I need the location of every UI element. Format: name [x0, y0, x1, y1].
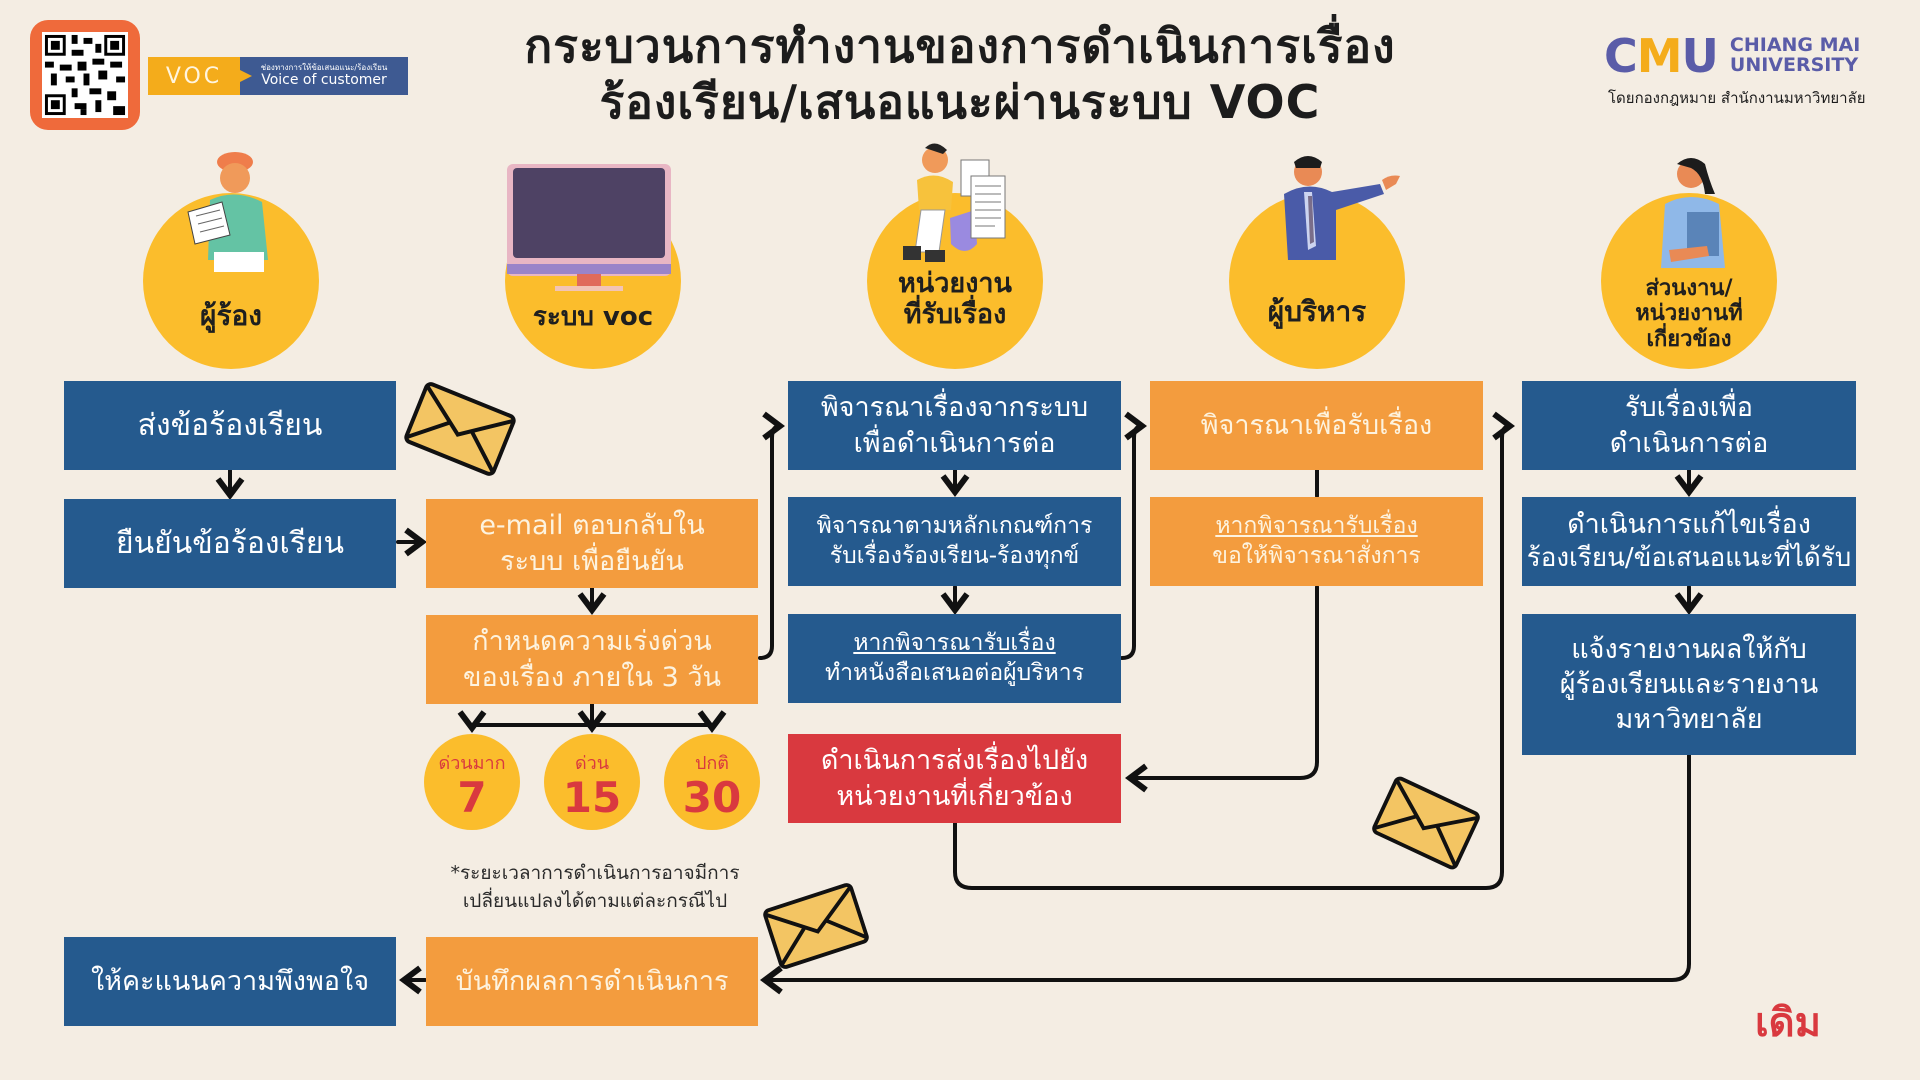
urgency-normal-label: ปกติ	[694, 753, 729, 774]
urgency-urgent-days: 15	[562, 773, 622, 822]
step-report-line-1: แจ้งรายงานผลให้กับ	[1571, 633, 1807, 665]
step-executive-order-condition: หากพิจารณารับเรื่อง	[1215, 512, 1418, 539]
step-resolve-line-1: ดำเนินการแก้ไขเรื่อง	[1567, 509, 1811, 541]
arrow-urgency-to-unit	[758, 411, 785, 660]
step-forward-line-1: ดำเนินการส่งเรื่องไปยัง	[820, 745, 1089, 777]
step-review-criteria-line-2: รับเรื่องร้องเรียน-ร้องทุกข์	[829, 542, 1080, 569]
step-executive-order-action: ขอให้พิจารณาสั่งการ	[1212, 542, 1421, 569]
step-report-line-3: มหาวิทยาลัย	[1615, 704, 1763, 736]
urgency-normal: ปกติ 30	[664, 734, 760, 830]
cmu-logo-mark: CMU	[1604, 29, 1719, 83]
staff-holding-folder-icon	[1661, 158, 1725, 268]
step-receive-line-2: ดำเนินการต่อ	[1609, 427, 1769, 459]
computer-monitor-icon	[507, 164, 671, 291]
voc-english-caption: Voice of customer	[261, 71, 387, 88]
lane-label-related-unit-line-3: เกี่ยวข้อง	[1646, 326, 1732, 352]
step-resolve-complaint: ดำเนินการแก้ไขเรื่อง ร้องเรียน/ข้อเสนอแน…	[1522, 497, 1856, 586]
step-review-criteria: พิจารณาตามหลักเกณฑ์การ รับเรื่องร้องเรีย…	[788, 497, 1121, 586]
lane-label-voc-system: ระบบ voc	[532, 302, 654, 332]
voc-badge-short: VOC	[148, 57, 252, 95]
corner-mark: เดิม	[1755, 1000, 1822, 1046]
person-reading-document-icon	[187, 152, 268, 272]
urgency-urgent: ด่วน 15	[544, 734, 640, 830]
step-set-urgency: กำหนดความเร่งด่วน ของเรื่อง ภายใน 3 วัน	[426, 615, 758, 704]
cmu-name-line-2: UNIVERSITY	[1729, 54, 1859, 76]
lane-label-complainant: ผู้ร้อง	[200, 299, 262, 332]
officer-with-policy-documents-icon	[903, 143, 1006, 262]
urgency-urgent-label: ด่วน	[574, 753, 610, 774]
step-set-urgency-line-1: กำหนดความเร่งด่วน	[472, 626, 712, 658]
cmu-logo: CMU CHIANG MAI UNIVERSITY	[1604, 33, 1860, 79]
step-rate-satisfaction: ให้คะแนนความพึงพอใจ	[64, 937, 396, 1026]
voc-banner: VOC ช่องทางการให้ข้อเสนอแนะ/ร้องเรียน Vo…	[148, 57, 408, 95]
footnote-line-2: เปลี่ยนแปลงได้ตามแต่ละกรณีไป	[462, 889, 728, 912]
urgency-very-urgent-days: 7	[457, 773, 487, 822]
urgency-normal-days: 30	[682, 773, 742, 822]
step-propose-to-executive: หากพิจารณารับเรื่อง ทำหนังสือเสนอต่อผู้บ…	[788, 614, 1121, 703]
urgency-very-urgent: ด่วนมาก 7	[424, 734, 520, 830]
step-executive-review-text: พิจารณาเพื่อรับเรื่อง	[1200, 409, 1433, 441]
step-confirm-complaint-text: ยืนยันข้อร้องเรียน	[116, 526, 344, 561]
step-record-results-text: บันทึกผลการดำเนินการ	[455, 965, 729, 997]
step-email-reply-line-2: ระบบ เพื่อยืนยัน	[500, 545, 684, 577]
page-title: กระบวนการทำงานของการดำเนินการเรื่อง ร้อง…	[440, 18, 1480, 130]
step-executive-review: พิจารณาเพื่อรับเรื่อง	[1150, 381, 1483, 470]
step-resolve-line-2: ร้องเรียน/ข้อเสนอแนะที่ได้รับ	[1526, 543, 1852, 574]
step-receive-for-action: รับเรื่องเพื่อ ดำเนินการต่อ	[1522, 381, 1856, 470]
step-review-from-system: พิจารณาเรื่องจากระบบ เพื่อดำเนินการต่อ	[788, 381, 1121, 470]
lane-label-receiving-unit: หน่วยงาน ที่รับเรื่อง	[867, 268, 1043, 330]
cmu-logo-name: CHIANG MAI UNIVERSITY	[1729, 34, 1861, 76]
envelope-icon	[404, 382, 516, 476]
step-confirm-complaint: ยืนยันข้อร้องเรียน	[64, 499, 396, 588]
step-propose-to-executive-action: ทำหนังสือเสนอต่อผู้บริหาร	[824, 659, 1085, 686]
step-rate-satisfaction-text: ให้คะแนนความพึงพอใจ	[90, 965, 370, 997]
step-report-results: แจ้งรายงานผลให้กับ ผู้ร้องเรียนและรายงาน…	[1522, 614, 1856, 755]
step-email-reply-line-1: e-mail ตอบกลับใน	[479, 510, 705, 542]
footnote-line-1: *ระยะเวลาการดำเนินการอาจมีการ	[450, 862, 740, 884]
executive-in-suit-icon	[1284, 156, 1400, 260]
voc-thai-caption: ช่องทางการให้ข้อเสนอแนะ/ร้องเรียน	[260, 63, 388, 73]
title-line-2: ร้องเรียน/เสนอแนะผ่านระบบ VOC	[599, 75, 1321, 130]
step-report-line-2: ผู้ร้องเรียนและรายงาน	[1559, 668, 1819, 700]
cmu-name-line-1: CHIANG MAI	[1729, 34, 1861, 57]
step-forward-line-2: หน่วยงานที่เกี่ยวข้อง	[836, 780, 1073, 812]
title-line-1: กระบวนการทำงานของการดำเนินการเรื่อง	[524, 19, 1396, 73]
step-record-results: บันทึกผลการดำเนินการ	[426, 937, 758, 1026]
step-forward-to-related-unit: ดำเนินการส่งเรื่องไปยัง หน่วยงานที่เกี่ย…	[788, 734, 1121, 823]
lane-label-related-unit-line-1: ส่วนงาน/	[1645, 276, 1733, 301]
step-propose-to-executive-condition: หากพิจารณารับเรื่อง	[853, 629, 1056, 656]
step-receive-line-1: รับเรื่องเพื่อ	[1624, 392, 1753, 424]
lane-label-related-unit: ส่วนงาน/ หน่วยงานที่ เกี่ยวข้อง	[1601, 276, 1777, 352]
step-set-urgency-line-2: ของเรื่อง ภายใน 3 วัน	[463, 661, 721, 693]
lane-label-related-unit-line-2: หน่วยงานที่	[1635, 301, 1743, 327]
envelope-icon	[763, 883, 869, 969]
lane-label-receiving-unit-line-2: ที่รับเรื่อง	[903, 299, 1007, 331]
envelope-icon	[1372, 776, 1480, 870]
qr-code-icon	[42, 32, 128, 118]
arrow-exec-to-forward	[1125, 585, 1319, 793]
cmu-logo-subtitle: โดยกองกฎหมาย สำนักงานมหาวิทยาลัย	[1608, 89, 1866, 107]
arrow-unit-to-executive	[1120, 411, 1147, 660]
lane-label-receiving-unit-line-1: หน่วยงาน	[897, 268, 1013, 299]
footnote: *ระยะเวลาการดำเนินการอาจมีการ เปลี่ยนแปล…	[440, 860, 750, 915]
lane-label-executive: ผู้บริหาร	[1267, 295, 1367, 328]
step-review-criteria-line-1: พิจารณาตามหลักเกณฑ์การ	[816, 512, 1093, 539]
step-submit-complaint: ส่งข้อร้องเรียน	[64, 381, 396, 470]
step-executive-order: หากพิจารณารับเรื่อง ขอให้พิจารณาสั่งการ	[1150, 497, 1483, 586]
step-review-from-system-line-1: พิจารณาเรื่องจากระบบ	[820, 392, 1089, 424]
urgency-very-urgent-label: ด่วนมาก	[438, 753, 506, 774]
step-email-reply: e-mail ตอบกลับใน ระบบ เพื่อยืนยัน	[426, 499, 758, 588]
qr-code-badge	[30, 20, 140, 130]
step-submit-complaint-text: ส่งข้อร้องเรียน	[137, 408, 323, 443]
step-review-from-system-line-2: เพื่อดำเนินการต่อ	[853, 427, 1056, 459]
voc-badge-caption: ช่องทางการให้ข้อเสนอแนะ/ร้องเรียน Voice …	[240, 57, 408, 95]
